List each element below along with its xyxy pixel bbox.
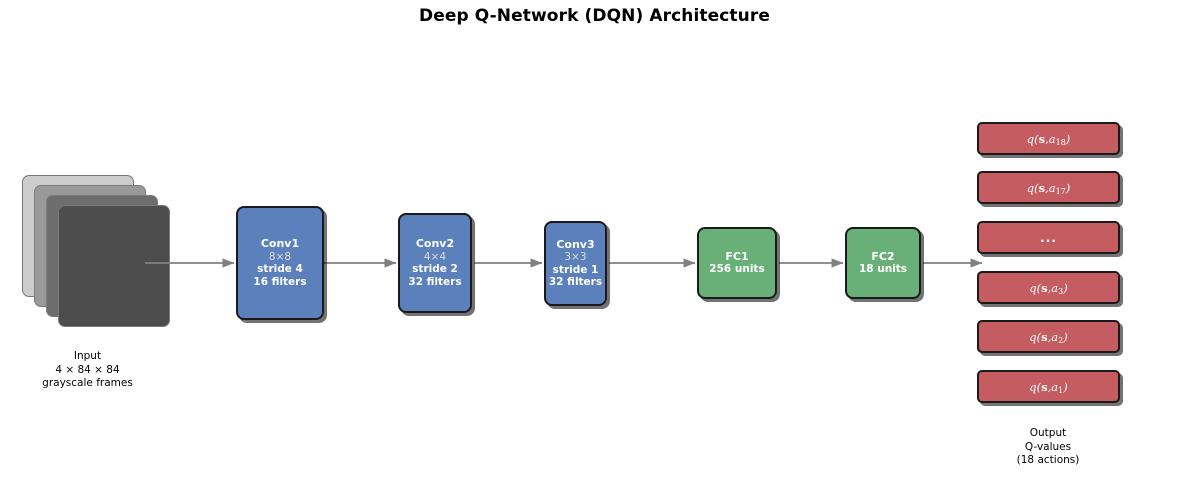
- layer-block-conv2[interactable]: Conv2 4×4 stride 2 32 filters: [398, 213, 472, 313]
- output-qvalue-box[interactable]: q(s,a2): [977, 320, 1120, 353]
- layer-name: FC2: [871, 249, 895, 263]
- layer-name: Conv1: [260, 237, 300, 250]
- input-caption: Input 4 × 84 × 84 grayscale frames: [42, 350, 133, 389]
- layer-stride: stride 4: [257, 263, 303, 275]
- output-qvalue-box[interactable]: q(s,a17): [977, 171, 1120, 204]
- output-qvalue-box[interactable]: q(s,a18): [977, 122, 1120, 155]
- layer-block-fc1[interactable]: FC1 256 units: [697, 227, 777, 299]
- ellipsis-label: ...: [1040, 230, 1057, 245]
- layer-block-conv1[interactable]: Conv1 8×8 stride 4 16 filters: [236, 206, 324, 320]
- layer-name: Conv3: [556, 237, 595, 251]
- qvalue-label: q(s,a17): [1026, 180, 1071, 196]
- page-title: Deep Q-Network (DQN) Architecture: [419, 6, 770, 26]
- output-qvalue-box[interactable]: q(s,a1): [977, 370, 1120, 403]
- layer-kernel: 3×3: [564, 251, 587, 263]
- qvalue-label: q(s,a18): [1026, 131, 1071, 147]
- layer-block-fc2[interactable]: FC2 18 units: [845, 227, 921, 299]
- output-qvalue-ellipsis-box[interactable]: ...: [977, 221, 1120, 254]
- layer-stride: stride 1: [552, 263, 599, 276]
- qvalue-label: q(s,a2): [1029, 329, 1068, 345]
- layer-filters: 32 filters: [548, 276, 603, 288]
- input-frame-4: [58, 205, 170, 327]
- layer-block-conv3[interactable]: Conv3 3×3 stride 1 32 filters: [544, 221, 607, 306]
- output-qvalue-box[interactable]: q(s,a3): [977, 271, 1120, 304]
- layer-name: Conv2: [415, 237, 455, 250]
- output-caption: Output Q-values (18 actions): [1016, 427, 1080, 466]
- input-frame-stack: [22, 175, 187, 330]
- layer-units: 18 units: [858, 263, 908, 275]
- layer-kernel: 8×8: [268, 250, 292, 263]
- layer-units: 256 units: [709, 263, 765, 275]
- layer-stride: stride 2: [412, 263, 458, 275]
- layer-name: FC1: [725, 249, 749, 263]
- layer-filters: 16 filters: [253, 275, 307, 288]
- qvalue-label: q(s,a3): [1029, 280, 1068, 296]
- layer-kernel: 4×4: [423, 250, 447, 263]
- qvalue-label: q(s,a1): [1029, 379, 1068, 395]
- layer-filters: 32 filters: [408, 275, 462, 288]
